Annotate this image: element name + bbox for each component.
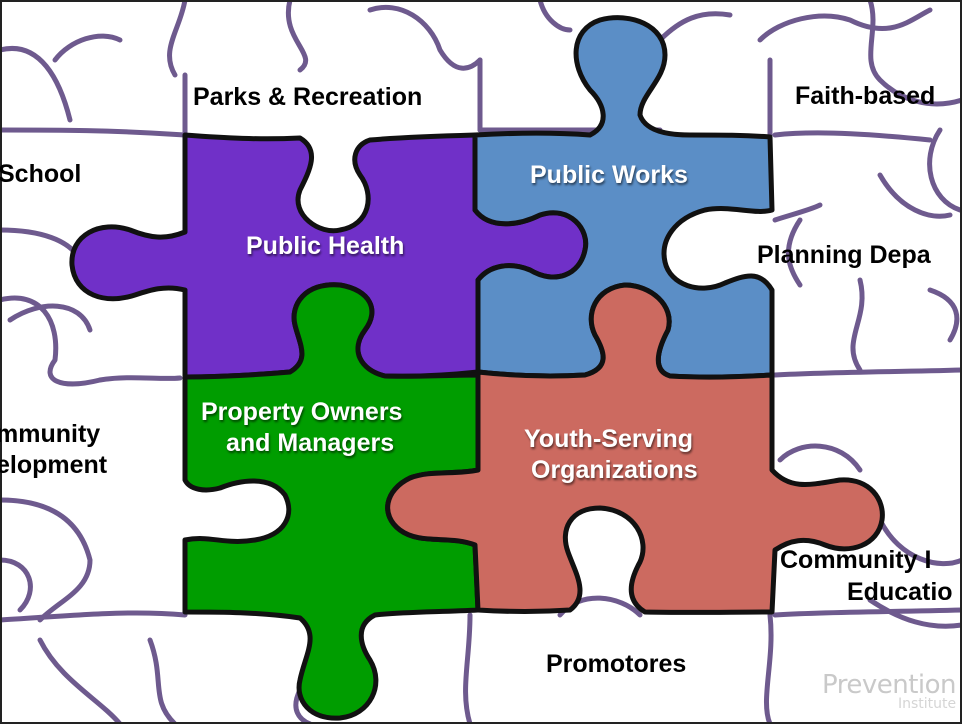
label-faith-based: Faith-based	[795, 82, 936, 110]
watermark-logo-text: Prevention	[822, 670, 957, 700]
label-youth-serving-line2: Organizations	[531, 456, 698, 484]
watermark-logo-subtext: Institute	[898, 696, 957, 712]
label-public-health: Public Health	[246, 232, 405, 260]
label-school: School	[0, 160, 82, 188]
label-youth-serving-line1: Youth-Serving	[524, 425, 693, 453]
label-property-owners-line1: Property Owners	[201, 398, 403, 426]
label-public-works: Public Works	[530, 161, 688, 189]
piece-public-works	[472, 15, 775, 380]
label-community-education-line1: Community I	[780, 546, 932, 574]
label-community-development-line1: mmunity	[0, 420, 101, 448]
label-parks-recreation: Parks & Recreation	[193, 83, 423, 111]
label-planning-department: Planning Depa	[757, 241, 931, 269]
label-community-development-line2: elopment	[0, 451, 108, 479]
piece-property-owners	[182, 282, 481, 721]
label-community-education-line2: Educatio	[847, 578, 953, 606]
piece-youth-serving	[385, 282, 885, 615]
label-property-owners-line2: and Managers	[226, 429, 395, 457]
label-promotores: Promotores	[546, 650, 687, 678]
